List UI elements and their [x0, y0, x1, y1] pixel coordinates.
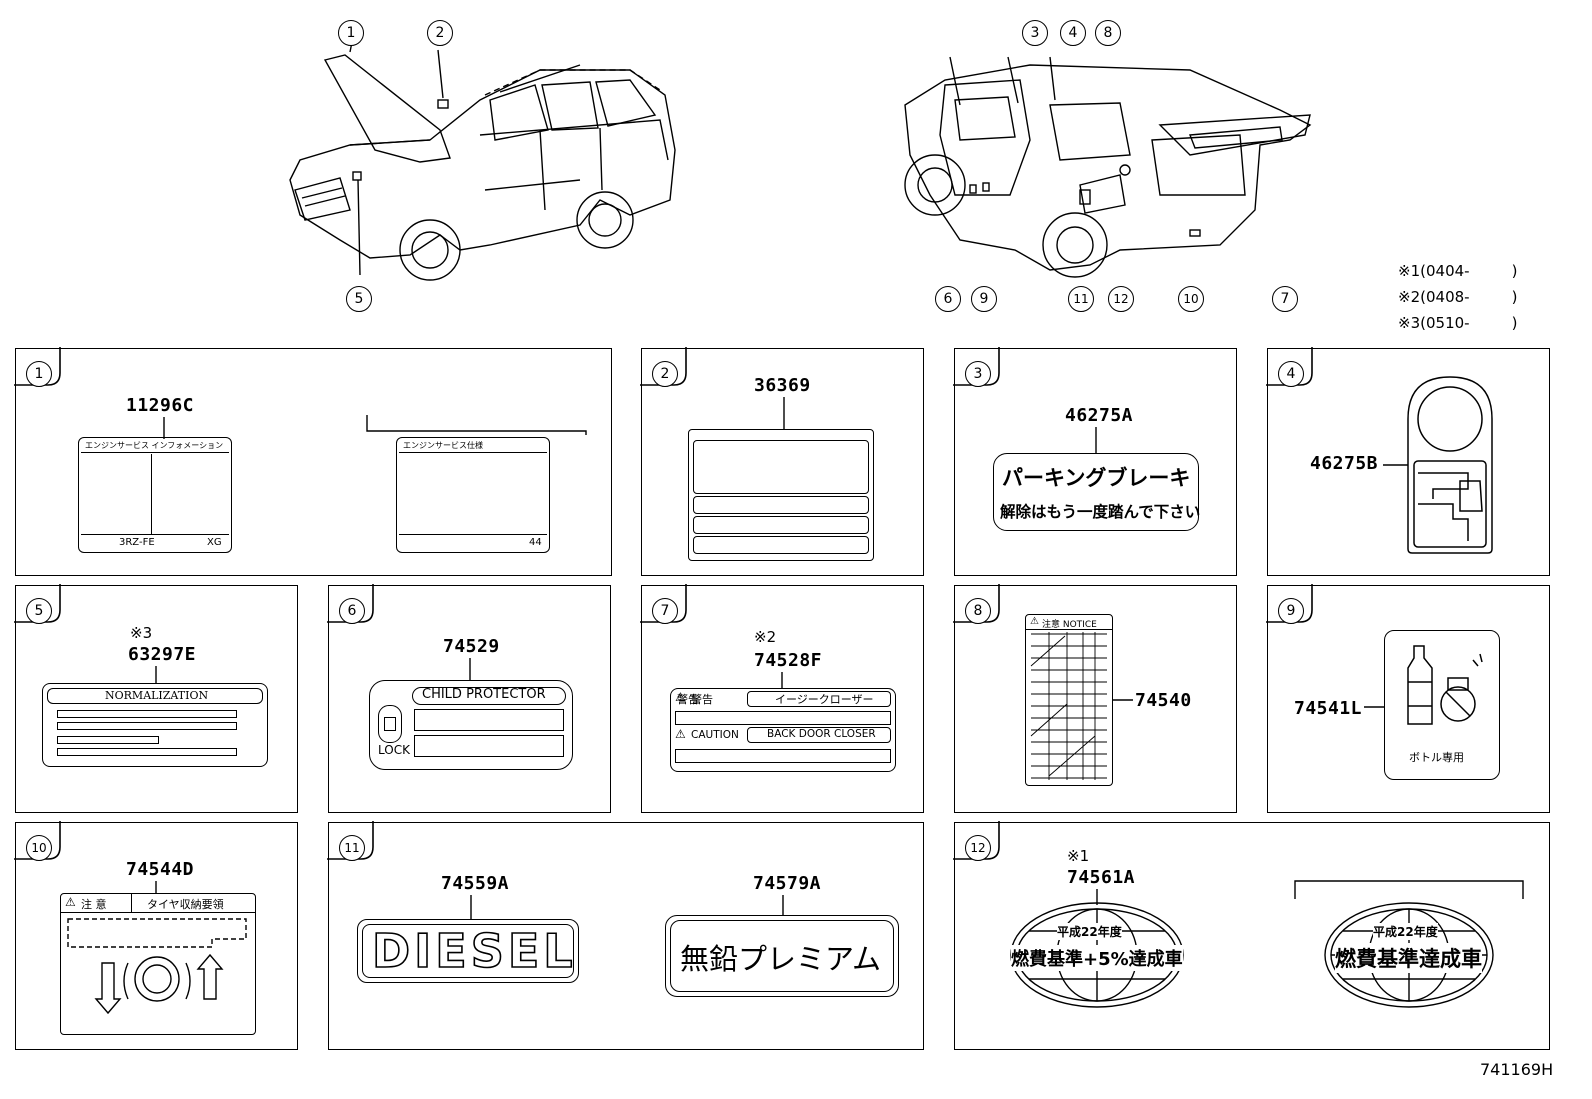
panel-11-number: 11	[339, 835, 365, 861]
note-mark-3: ※3	[130, 624, 153, 642]
panel-6-number: 6	[339, 598, 365, 624]
panel-8-number: 8	[965, 598, 991, 624]
panel-8: 8 ⚠ 注意 NOTICE 74540	[953, 584, 1237, 813]
panel-6: 6 74529 CHILD PROTECTOR LOCK	[327, 584, 611, 813]
notice-grid	[1030, 632, 1133, 780]
callout-10: 10	[1178, 286, 1204, 312]
part-number-74529: 74529	[443, 636, 500, 657]
note-2: ※2(0408-)	[1398, 288, 1518, 306]
label-notice: ⚠ 注意 NOTICE	[1025, 614, 1113, 786]
panel-5: 5 ※3 63297E NORMALIZATION	[14, 584, 298, 813]
panel-1-number: 1	[26, 361, 52, 387]
label-child-protector: CHILD PROTECTOR LOCK	[369, 680, 573, 770]
label-bottle-only: ボトル専用	[1384, 630, 1500, 780]
panel-3-number: 3	[965, 361, 991, 387]
panel-1: 1 11296C エンジンサービス インフォメーション 3RZ-FE XG エン…	[14, 347, 612, 576]
leader	[783, 397, 785, 429]
part-number-74528F: 74528F	[754, 650, 823, 671]
panel-3: 3 46275A パーキングブレーキ 解除はもう一度踏んで下さい	[953, 347, 1237, 576]
panel-10-number: 10	[26, 835, 52, 861]
part-number-74579A: 74579A	[753, 873, 822, 894]
callout-8: 8	[1095, 20, 1121, 46]
callout-4: 4	[1060, 20, 1086, 46]
note-1: ※1(0404-)	[1398, 262, 1518, 280]
leader	[470, 895, 784, 919]
leader	[163, 415, 587, 439]
note-mark-1: ※1	[1067, 847, 1090, 865]
leader	[781, 672, 783, 688]
panel-9-number: 9	[1278, 598, 1304, 624]
panel-5-number: 5	[26, 598, 52, 624]
callout-12: 12	[1108, 286, 1134, 312]
fuel-economy-badges	[1010, 880, 1524, 1008]
panel-2-number: 2	[652, 361, 678, 387]
panel-12: 12 ※1 74561A 平成22年度 燃費基準+5%達成車 平成22年度 燃費…	[953, 821, 1550, 1050]
label-diesel: DIESEL	[357, 919, 579, 983]
panel-4: 4 46275B	[1266, 347, 1550, 576]
part-number-11296C: 11296C	[126, 395, 195, 416]
label-unleaded-premium: 無鉛プレミアム	[665, 915, 899, 997]
hanger-tag-46275B	[1383, 376, 1493, 554]
label-engine-service-info: エンジンサービス インフォメーション 3RZ-FE XG	[78, 437, 232, 553]
part-number-36369: 36369	[754, 375, 811, 396]
panel-9: 9 74541L ボトル専用	[1266, 584, 1550, 813]
label-tire-stowage: ⚠ 注 意 タイヤ収納要領	[60, 893, 256, 1035]
panel-7: 7 ※2 74528F 警告 ⚠ 警告 イージークローザー ⚠ CAUTION …	[640, 584, 924, 813]
part-number-74559A: 74559A	[441, 873, 510, 894]
label-36369	[688, 429, 874, 561]
leader	[155, 666, 157, 683]
panel-2: 2 36369	[640, 347, 924, 576]
part-number-63297E: 63297E	[128, 644, 197, 665]
leader	[1095, 427, 1097, 453]
panel-12-number: 12	[965, 835, 991, 861]
callout-1: 1	[338, 20, 364, 46]
part-number-74540: 74540	[1135, 690, 1192, 711]
part-number-74544D: 74544D	[126, 859, 195, 880]
note-mark-2: ※2	[754, 628, 777, 646]
label-parking-brake: パーキングブレーキ 解除はもう一度踏んで下さい	[993, 453, 1200, 531]
panel-11: 11 74559A 74579A DIESEL 無鉛プレミアム	[327, 821, 924, 1050]
panel-4-number: 4	[1278, 361, 1304, 387]
leader	[155, 881, 157, 893]
label-back-door-closer: 警告 ⚠ 警告 イージークローザー ⚠ CAUTION BACK DOOR CL…	[670, 688, 896, 772]
note-3: ※3(0510-)	[1398, 314, 1518, 332]
callout-6: 6	[935, 286, 961, 312]
part-number-46275B: 46275B	[1310, 453, 1379, 474]
vehicle-rear-illustration	[904, 56, 1312, 278]
vehicle-front-illustration	[289, 41, 676, 281]
bottle-icon	[1407, 645, 1483, 725]
callout-11: 11	[1068, 286, 1094, 312]
panel-10: 10 74544D ⚠ 注 意 タイヤ収納要領	[14, 821, 298, 1050]
callout-3: 3	[1022, 20, 1048, 46]
part-number-74541L: 74541L	[1294, 698, 1363, 719]
leader	[469, 658, 471, 680]
panel-7-number: 7	[652, 598, 678, 624]
callout-2: 2	[427, 20, 453, 46]
callout-7: 7	[1272, 286, 1298, 312]
label-normalization: NORMALIZATION	[42, 683, 268, 767]
callout-5: 5	[346, 286, 372, 312]
tire-diagram	[67, 918, 247, 1015]
part-number-74561A: 74561A	[1067, 867, 1136, 888]
label-engine-service-spec: エンジンサービス仕様 44	[396, 437, 550, 553]
leader	[1364, 706, 1384, 708]
drawing-id: 741169H	[1480, 1060, 1554, 1079]
part-number-46275A: 46275A	[1065, 405, 1134, 426]
callout-9: 9	[971, 286, 997, 312]
